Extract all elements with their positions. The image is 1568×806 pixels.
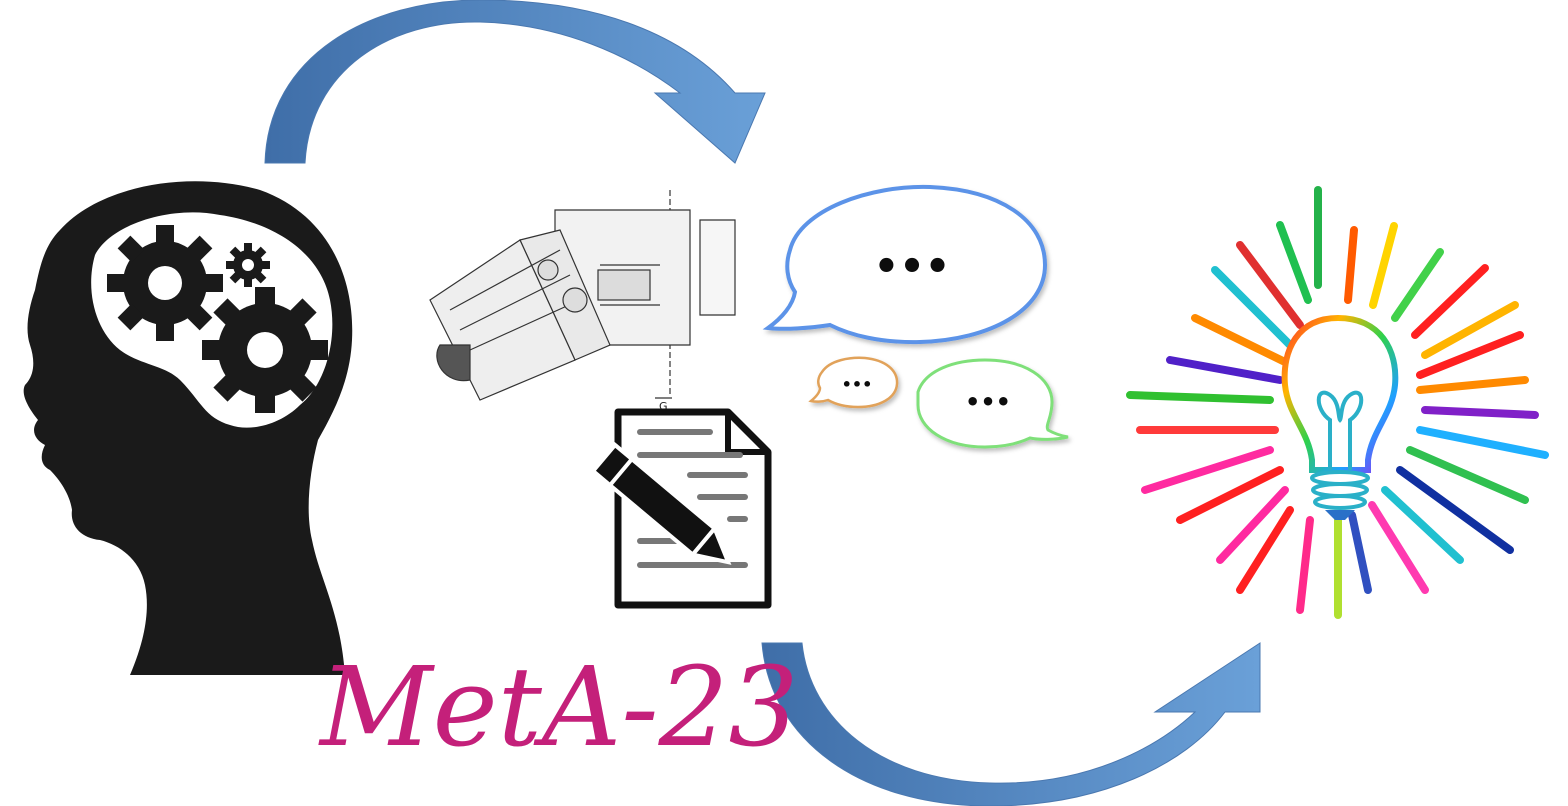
speech-bubble-large: •••	[762, 184, 1048, 345]
speech-bubble-small-orange-text: •••	[842, 375, 873, 394]
meta-title: MetA-23	[318, 643, 799, 771]
rainbow-lightbulb-icon	[1126, 186, 1549, 619]
human-head-gears-icon	[23, 181, 353, 675]
speech-bubble-small-green: •••	[916, 358, 1069, 449]
speech-bubble-large-text: •••	[874, 244, 951, 290]
speech-bubble-small-green-text: •••	[965, 388, 1011, 416]
document-edit-icon	[590, 408, 772, 609]
pump-technical-drawing-icon: G	[429, 190, 736, 413]
pencil-icon	[590, 442, 732, 565]
top-curved-arrow	[264, 0, 766, 164]
speech-bubble-small-orange: •••	[808, 356, 899, 409]
bottom-curved-arrow	[761, 642, 1261, 806]
drawing-label: G	[659, 400, 668, 413]
